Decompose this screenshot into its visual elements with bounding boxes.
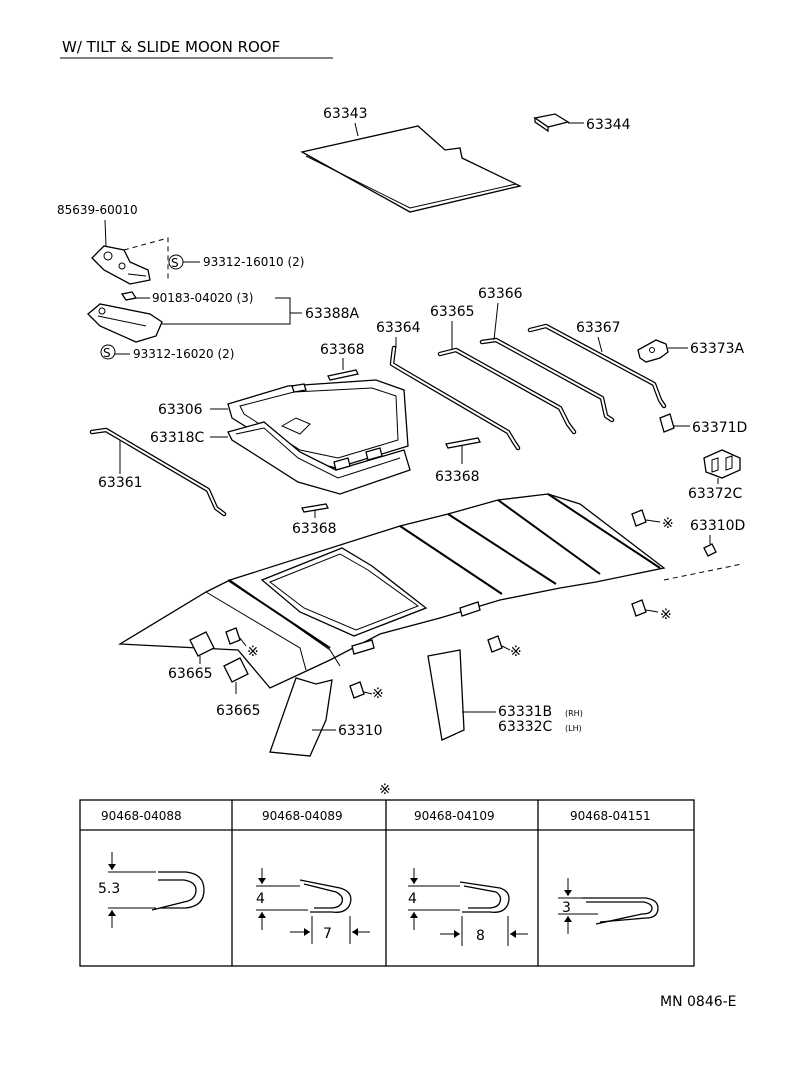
clip-mark-4: ※ bbox=[510, 644, 522, 660]
screw-symbol-2: S bbox=[100, 344, 116, 360]
label-63344: 63344 bbox=[586, 117, 631, 133]
label-lh: (LH) bbox=[565, 724, 582, 733]
dashed-ref-85639 bbox=[123, 237, 169, 280]
label-63388a: 63388A bbox=[305, 306, 360, 322]
label-63373a: 63373A bbox=[690, 341, 745, 357]
part-85639-motor bbox=[91, 245, 151, 285]
label-63331b: 63331B bbox=[498, 704, 552, 720]
label-63318c: 63318C bbox=[150, 430, 205, 446]
label-63365: 63365 bbox=[430, 304, 475, 320]
label-63364: 63364 bbox=[376, 320, 421, 336]
part-63665-a bbox=[189, 631, 215, 657]
part-63343-pad bbox=[300, 125, 522, 213]
bracket-63388a bbox=[275, 297, 302, 325]
leader-63366 bbox=[493, 302, 499, 341]
clip-mid bbox=[487, 635, 503, 653]
label-93312-16020: 93312-16020 (2) bbox=[133, 347, 235, 361]
clip-drawing-col1 bbox=[108, 852, 205, 928]
table-height-col2: 4 bbox=[256, 891, 265, 907]
table-header-col4: 90468-04151 bbox=[570, 809, 651, 823]
label-63368-low: 63368 bbox=[292, 521, 337, 537]
clip-mark-2: ※ bbox=[660, 607, 672, 623]
label-63361: 63361 bbox=[98, 475, 143, 491]
leader-clip-right-top bbox=[645, 519, 661, 523]
label-rh: (RH) bbox=[565, 709, 583, 718]
svg-text:S: S bbox=[103, 346, 111, 360]
table-header-col2: 90468-04089 bbox=[262, 809, 343, 823]
clip-left-1 bbox=[225, 627, 241, 645]
leader-clip-mid bbox=[501, 645, 511, 651]
leader-clip-left-2 bbox=[363, 691, 373, 695]
clip-mark-5: ※ bbox=[372, 686, 384, 702]
part-63368-low bbox=[301, 503, 329, 513]
clip-drawing-col3 bbox=[408, 868, 528, 946]
table-clip-mark: ※ bbox=[379, 782, 391, 798]
leader-clip-right-bottom bbox=[645, 609, 659, 613]
dashed-ref-63310d bbox=[663, 563, 743, 581]
part-90183-clip bbox=[120, 291, 138, 301]
part-63368-mid bbox=[445, 437, 481, 449]
label-63665-b: 63665 bbox=[216, 703, 261, 719]
label-63310d: 63310D bbox=[690, 518, 745, 534]
leader-clip-left-1 bbox=[239, 637, 247, 647]
bow-63361 bbox=[89, 427, 227, 517]
bow-63365 bbox=[437, 347, 577, 435]
leader-85639 bbox=[104, 219, 107, 247]
headliner-63310 bbox=[117, 493, 666, 757]
part-63373a-bracket bbox=[637, 339, 669, 363]
clip-table bbox=[79, 799, 695, 967]
label-63310: 63310 bbox=[338, 723, 383, 739]
part-63665-b bbox=[223, 657, 249, 683]
label-63665-a: 63665 bbox=[168, 666, 213, 682]
clip-mark-1: ※ bbox=[662, 516, 674, 532]
svg-text:S: S bbox=[171, 256, 179, 270]
part-63372c bbox=[703, 449, 741, 479]
clip-drawing-col4 bbox=[558, 878, 659, 934]
screw-symbol-1: S bbox=[168, 254, 184, 270]
table-height-col1: 5.3 bbox=[98, 881, 120, 897]
clip-mark-3: ※ bbox=[247, 644, 259, 660]
label-93312-16010: 93312-16010 (2) bbox=[203, 255, 305, 269]
table-height-col4: 3 bbox=[562, 900, 571, 916]
label-90183-04020: 90183-04020 (3) bbox=[152, 291, 254, 305]
clip-drawing-col2 bbox=[256, 868, 370, 944]
label-63367: 63367 bbox=[576, 320, 621, 336]
label-85639-60010: 85639-60010 bbox=[57, 203, 138, 217]
label-63368-top: 63368 bbox=[320, 342, 365, 358]
part-63344-pad bbox=[533, 113, 570, 133]
table-height-col3: 4 bbox=[408, 891, 417, 907]
clip-right-bottom bbox=[631, 599, 647, 617]
label-63332c: 63332C bbox=[498, 719, 553, 735]
leader-63367 bbox=[597, 336, 603, 353]
part-63318c-frame bbox=[227, 421, 411, 495]
clip-right-top bbox=[631, 509, 647, 527]
diagram-title: W/ TILT & SLIDE MOON ROOF bbox=[62, 38, 280, 56]
label-63366: 63366 bbox=[478, 286, 523, 302]
table-width-col2: 7 bbox=[323, 926, 332, 942]
label-63306: 63306 bbox=[158, 402, 203, 418]
label-63372c: 63372C bbox=[688, 486, 743, 502]
table-width-col3: 8 bbox=[476, 928, 485, 944]
part-63371d bbox=[659, 413, 675, 433]
table-header-col1: 90468-04088 bbox=[101, 809, 182, 823]
clip-left-2 bbox=[349, 681, 365, 699]
drawing-number: MN 0846-E bbox=[660, 994, 737, 1010]
bow-63367 bbox=[527, 323, 667, 409]
part-63310d bbox=[703, 543, 717, 557]
part-pillar-garnish bbox=[427, 649, 465, 741]
table-header-col3: 90468-04109 bbox=[414, 809, 495, 823]
leader-63343 bbox=[354, 122, 359, 137]
bow-63364 bbox=[389, 345, 521, 451]
label-63368-mid: 63368 bbox=[435, 469, 480, 485]
label-63343: 63343 bbox=[323, 106, 368, 122]
label-63371d: 63371D bbox=[692, 420, 747, 436]
part-63388a-bracket bbox=[87, 303, 163, 343]
bow-63366 bbox=[479, 337, 615, 423]
part-63368-top bbox=[327, 369, 359, 381]
